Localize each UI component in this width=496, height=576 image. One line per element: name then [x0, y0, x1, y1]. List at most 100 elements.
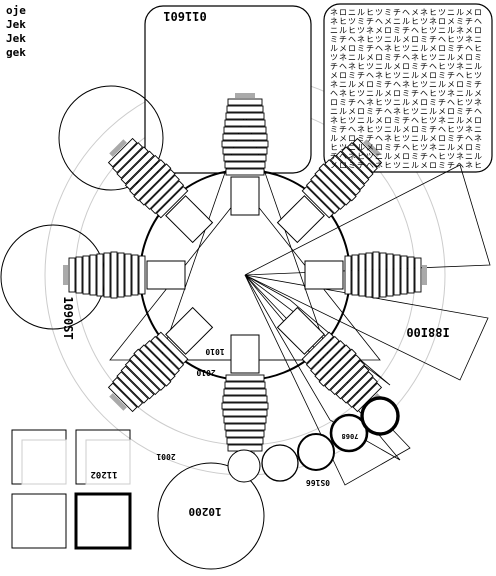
spoke-5 — [63, 251, 186, 299]
spoke-1-slat — [351, 254, 359, 296]
square-4 — [74, 492, 132, 550]
chain-circle-5 — [360, 396, 400, 436]
spoke-1-slat — [393, 254, 401, 296]
left-label: 1090ST — [61, 296, 75, 339]
spoke-6-base — [165, 195, 214, 244]
spoke-2-slat — [335, 365, 370, 400]
spoke-5-cap — [63, 265, 68, 285]
spoke-3-slat — [221, 402, 269, 410]
spoke-7-cap — [235, 93, 255, 98]
spoke-6-slat — [129, 159, 166, 196]
spoke-6-slat — [120, 150, 155, 185]
text-panel-frame — [323, 3, 493, 173]
spoke-6-slat — [144, 174, 180, 210]
spoke-2-slat — [329, 359, 366, 396]
corner-label-2: Jek — [6, 18, 26, 31]
spoke-5-slat — [89, 254, 97, 296]
chain-circle-4 — [329, 413, 369, 453]
square-1-inner — [21, 439, 67, 485]
small-box-label: 11202 — [90, 469, 117, 479]
spoke-5-slat — [124, 253, 132, 297]
spoke-3-slat — [223, 416, 267, 424]
spoke-2-slat — [305, 335, 340, 370]
spoke-7-slat — [225, 168, 265, 176]
spoke-8-slat — [318, 163, 357, 202]
spoke-8-slat — [341, 146, 374, 179]
spoke-1-slat — [386, 253, 394, 297]
chain-label-b: 7068 — [342, 432, 359, 440]
spoke-3-slat — [225, 430, 265, 438]
spoke-8-slat — [310, 174, 346, 210]
spoke-3-slat — [224, 381, 266, 389]
corner-label-3: Jek — [6, 32, 26, 45]
spoke-4-slat — [120, 365, 155, 400]
spoke-8-cap — [363, 139, 381, 157]
spoke-2-base — [276, 306, 325, 355]
corner-label-1: oje — [6, 4, 26, 17]
spoke-5-slat — [75, 256, 83, 294]
corner-label-4: gek — [6, 46, 26, 59]
spoke-2-slat — [318, 348, 357, 387]
spoke-7-slat — [225, 112, 265, 120]
right-label: I88I00 — [406, 325, 449, 339]
spoke-4-slat — [107, 382, 138, 413]
spoke-4-slat — [133, 348, 172, 387]
spoke-1-slat — [414, 257, 422, 293]
bottom-circle-label: 10200 — [188, 505, 221, 518]
spoke-8-slat — [301, 185, 335, 219]
spoke-4-slat — [150, 335, 185, 370]
spoke-1-slat — [407, 256, 415, 294]
spoke-7-slat — [227, 98, 263, 106]
chain-circle-3 — [297, 433, 335, 471]
spoke-7-slat — [223, 154, 267, 162]
spoke-8-slat — [352, 137, 383, 168]
spoke-3-slat — [225, 374, 265, 382]
spoke-3-slat — [226, 437, 264, 445]
center-label-b: 2010 — [196, 368, 215, 377]
spoke-4-slat — [129, 354, 166, 391]
spoke-6-slat — [116, 146, 149, 179]
spoke-2-slat — [346, 376, 378, 408]
square-2-inner — [85, 439, 131, 485]
spoke-2-slat — [324, 354, 361, 391]
spoke-2 — [276, 306, 383, 413]
chain-label-a: 0S166 — [306, 478, 330, 487]
spoke-7-slat — [222, 147, 268, 155]
spoke-6-slat — [124, 154, 161, 191]
top-left-circle — [58, 85, 164, 191]
spoke-8-slat — [346, 142, 378, 174]
spoke-5-slat — [131, 254, 139, 296]
spoke-4-slat — [124, 359, 161, 396]
spoke-6-slat — [112, 142, 144, 174]
spoke-8-slat — [329, 154, 366, 191]
spoke-4-slat — [112, 376, 144, 408]
spoke-7-slat — [224, 119, 266, 127]
spoke-1 — [304, 251, 427, 299]
spoke-6-slat — [133, 163, 172, 202]
spoke-3-slat — [224, 423, 266, 431]
spoke-7-slat — [221, 140, 269, 148]
spoke-1-slat — [372, 251, 380, 299]
spoke-5-slat — [138, 255, 146, 295]
spoke-3-slat — [222, 395, 268, 403]
spoke-3-base — [230, 334, 260, 374]
spoke-2-slat — [310, 340, 346, 376]
spoke-1-cap — [422, 265, 427, 285]
spoke-6-cap — [109, 139, 127, 157]
spoke-8 — [276, 137, 383, 244]
corner-labels: oje Jek Jek gek — [6, 4, 46, 60]
chain-circle-1 — [227, 449, 261, 483]
spoke-4-cap — [109, 393, 127, 411]
spoke-7-slat — [222, 133, 268, 141]
spoke-5-slat — [68, 257, 76, 293]
spoke-4-slat — [139, 344, 176, 381]
spoke-6-slat — [107, 137, 138, 168]
spoke-6-slat — [150, 180, 185, 215]
spoke-3 — [221, 334, 269, 457]
spoke-7-base — [230, 176, 260, 216]
spoke-7-slat — [223, 126, 267, 134]
spoke-2-slat — [301, 331, 335, 365]
spoke-8-slat — [314, 169, 351, 206]
spoke-6-slat — [139, 169, 176, 206]
